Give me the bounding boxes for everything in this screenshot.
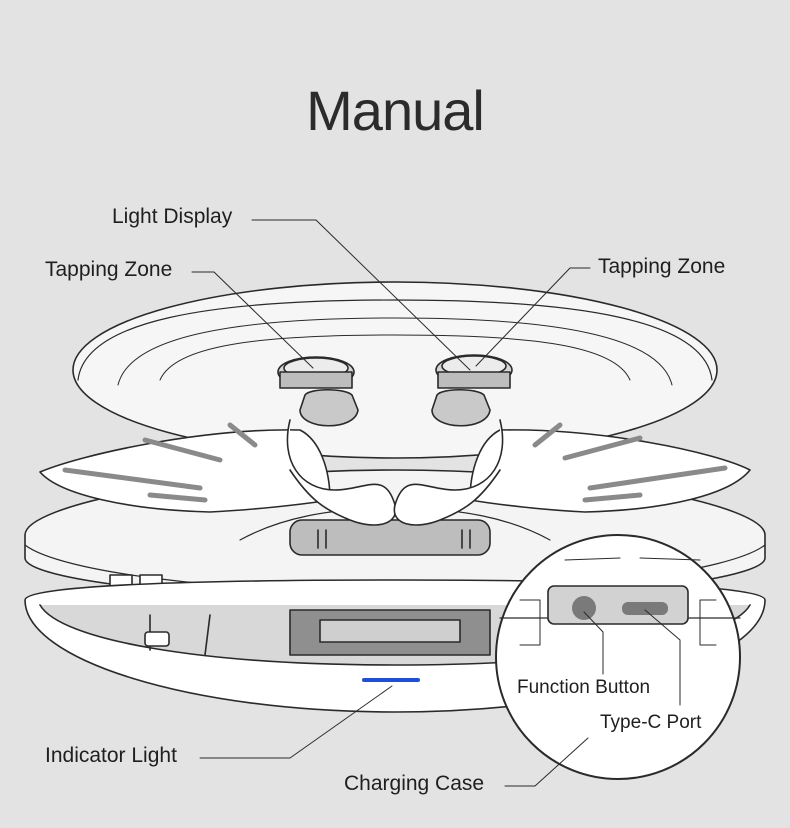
earphone-left — [39, 356, 397, 526]
label-tapping-zone-left: Tapping Zone — [45, 258, 173, 281]
leader-light-display — [251, 219, 471, 371]
case-lid — [72, 281, 718, 459]
leader-lines — [191, 219, 681, 787]
leader-type-c-port — [644, 609, 681, 706]
label-tapping-zone-right: Tapping Zone — [598, 255, 726, 278]
leader-charging-case — [504, 737, 589, 787]
label-type-c-port: Type-C Port — [600, 712, 702, 733]
label-charging-case: Charging Case — [344, 772, 485, 795]
leader-tapping-zone-right — [475, 267, 591, 367]
page-title: Manual — [306, 79, 485, 142]
earphone-right — [393, 354, 751, 526]
label-function-button: Function Button — [517, 677, 651, 698]
leader-indicator-light — [199, 685, 393, 759]
function-button-hole — [572, 596, 596, 620]
type-c-port-slot — [622, 602, 668, 615]
label-light-display: Light Display — [112, 205, 233, 228]
label-indicator-light: Indicator Light — [45, 744, 177, 767]
leader-tapping-zone-left — [191, 271, 314, 369]
leader-function-button — [583, 611, 604, 675]
detail-zoom-circle — [495, 534, 741, 780]
